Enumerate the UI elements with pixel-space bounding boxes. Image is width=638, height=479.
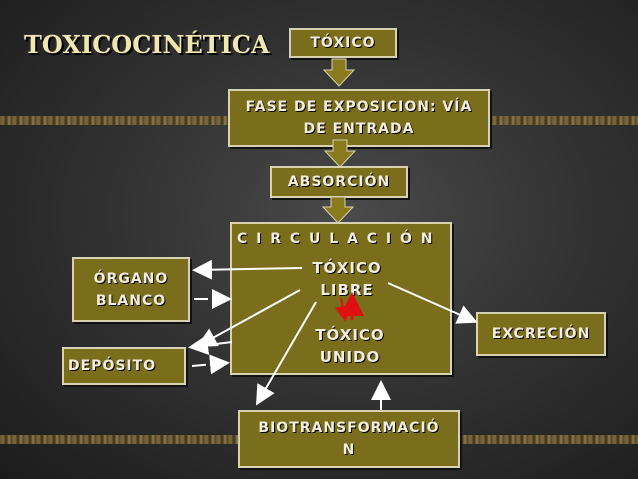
organo-blanco-box: ÓRGANO BLANCO [72, 257, 190, 322]
page-title: TOXICOCINÉTICA [24, 30, 270, 59]
excrecion-box: EXCRECIÓN [476, 312, 606, 356]
toxico-unido-line2: UNIDO [319, 348, 381, 366]
circulacion-label: C I R C U L A C I Ó N [237, 231, 435, 247]
fase-label-line2: DE ENTRADA [303, 121, 415, 137]
toxico-box: TÓXICO [289, 28, 397, 58]
arrow-circ-to-organo [192, 259, 303, 280]
arrow-libre-to-excrecion [387, 282, 478, 324]
toxico-label: TÓXICO [310, 35, 376, 51]
organo-label-line1: ÓRGANO [93, 270, 169, 287]
fase-exposicion-box: FASE DE EXPOSICION: VÍA DE ENTRADA [228, 89, 490, 147]
biotrans-label-line1: BIOTRANSFORMACIÓ [258, 420, 440, 436]
excrecion-label: EXCRECIÓN [491, 326, 591, 342]
toxico-libre-line1: TÓXICO [312, 259, 382, 277]
biotrans-label-line2: N [342, 442, 356, 458]
arrow-deposito-to-circ [191, 354, 230, 375]
arrow-libre-to-biotrans [255, 301, 317, 406]
deposito-box: DEPÓSITO [62, 347, 186, 385]
biotransformacion-box: BIOTRANSFORMACIÓ N [238, 410, 460, 468]
toxico-unido-label: TÓXICO UNIDO [305, 324, 395, 368]
absorcion-label: ABSORCIÓN [287, 174, 391, 190]
block-arrow-3 [321, 196, 355, 224]
block-arrow-1 [322, 58, 356, 87]
arrow-libre-to-organo-diag [196, 289, 301, 347]
block-arrow-2 [323, 139, 357, 168]
toxico-unido-line1: TÓXICO [315, 326, 385, 344]
organo-label-line2: BLANCO [95, 292, 167, 309]
deposito-label: DEPÓSITO [68, 358, 157, 374]
fase-label-line1: FASE DE EXPOSICION: VÍA [245, 99, 473, 115]
arrow-circ-to-deposito [188, 335, 233, 355]
equilibrium-arrow-down [334, 297, 351, 322]
